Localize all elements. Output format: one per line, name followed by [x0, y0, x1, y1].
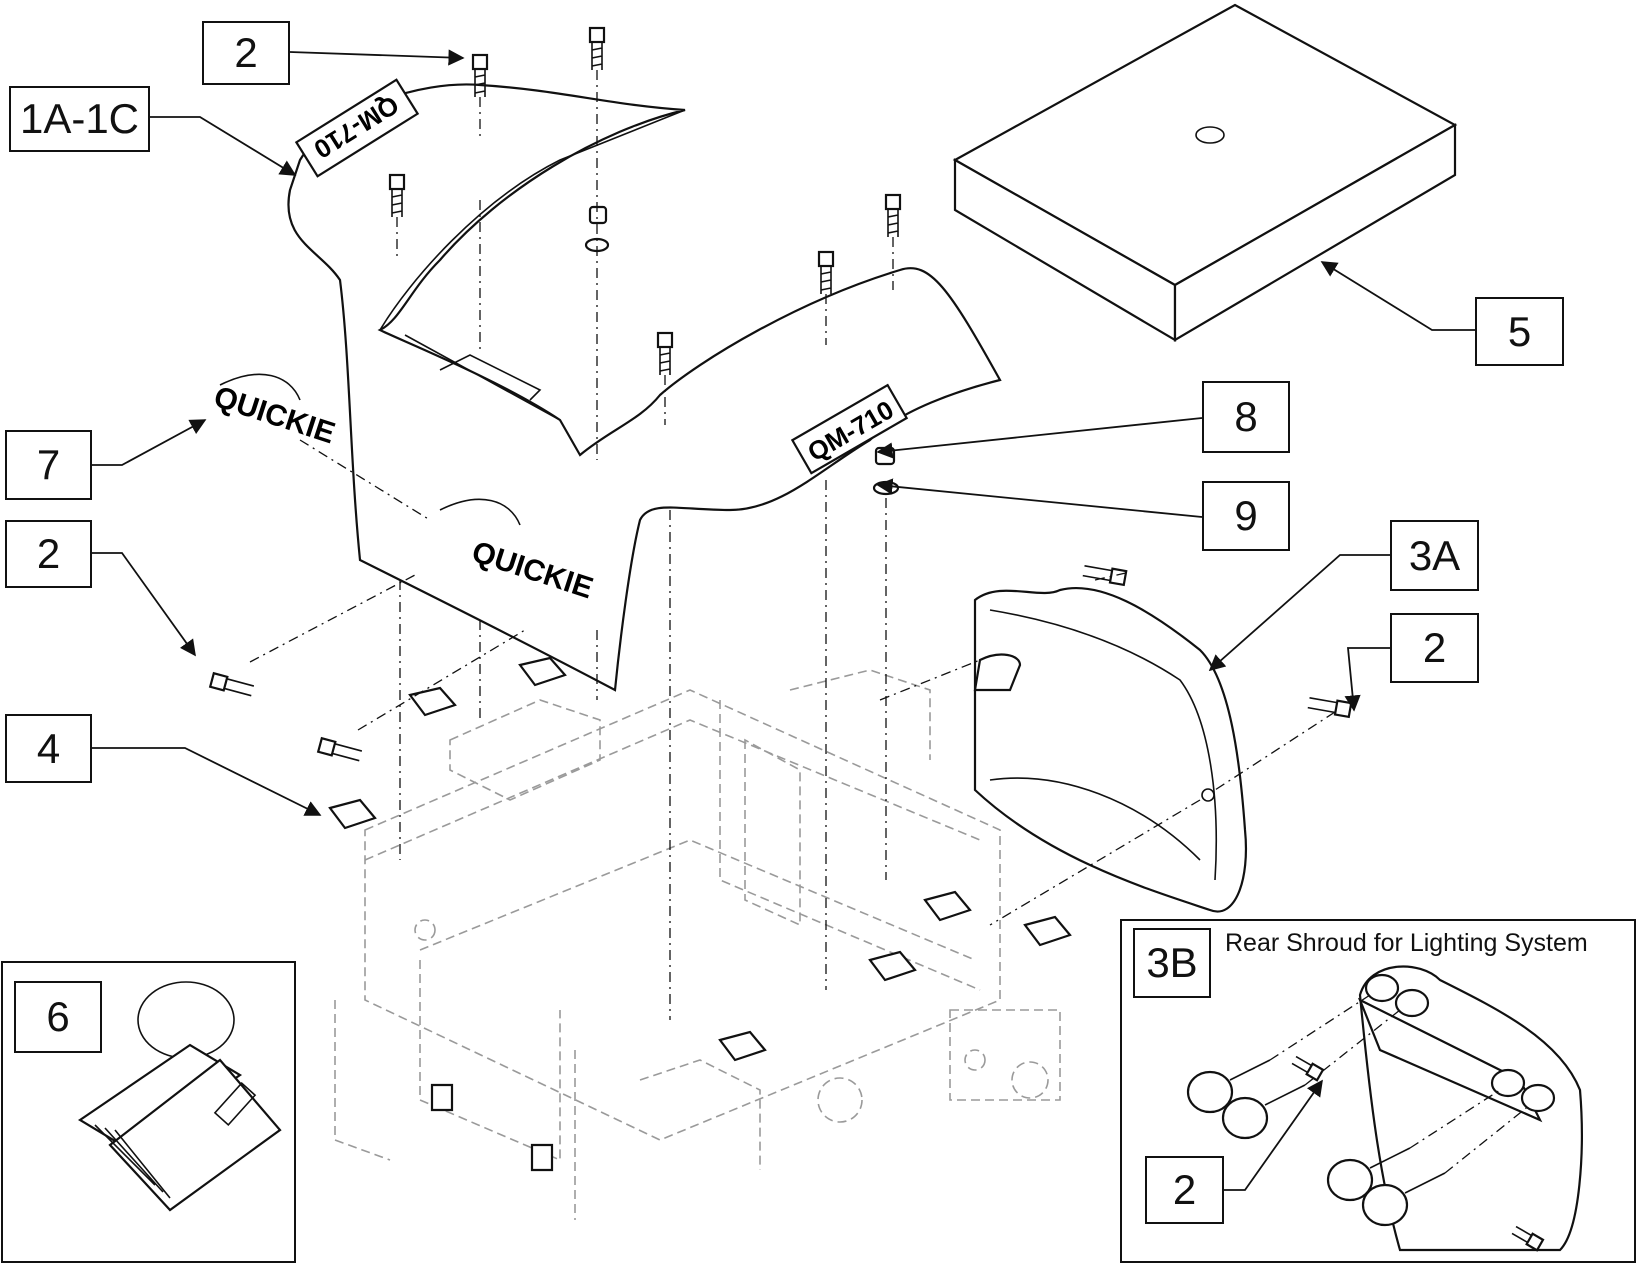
callout-6-key-tags: 6: [14, 981, 102, 1053]
main-shroud-part: QM-710 QM-710 QUICKIE: [287, 78, 1002, 692]
assembly-center-lines: [249, 70, 1336, 1020]
callout-7-brand-decal: 7: [5, 430, 92, 500]
callout-3b-lighting-shroud: 3B: [1133, 928, 1211, 998]
callout-8-spacer: 8: [1202, 381, 1290, 453]
callout-2-inset-screw: 2: [1145, 1156, 1224, 1224]
callout-2-top-screws: 2: [202, 21, 290, 85]
chassis-frame: [334, 669, 1061, 1220]
leader-lines: [92, 49, 1475, 1191]
key-tag-bundle: [77, 981, 282, 1212]
loose-brand-decal-text: QUICKIE: [210, 380, 339, 450]
screws: [208, 26, 1353, 762]
callout-9-washer: 9: [1202, 481, 1290, 551]
spacers-washers-clips: [328, 205, 1072, 1172]
top-cover-part: [952, 3, 1458, 342]
callout-2-left-screws: 2: [5, 520, 92, 588]
inset-title: Rear Shroud for Lighting System: [1225, 929, 1588, 957]
lighting-inset-frame: [1120, 919, 1636, 1263]
rear-shroud-part: [973, 587, 1247, 913]
callout-4-clip-nuts: 4: [5, 714, 92, 783]
key-tag-inset-frame: [1, 961, 296, 1263]
lighting-shroud-inset-drawing: [1186, 965, 1583, 1252]
callout-2-right-screw: 2: [1390, 613, 1479, 683]
callout-5-top-cover: 5: [1475, 297, 1564, 366]
loose-brand-decal: QUICKIE: [210, 373, 339, 450]
callout-1a-1c-main-shroud: 1A-1C: [9, 86, 150, 152]
callout-3a-rear-shroud: 3A: [1390, 520, 1479, 591]
